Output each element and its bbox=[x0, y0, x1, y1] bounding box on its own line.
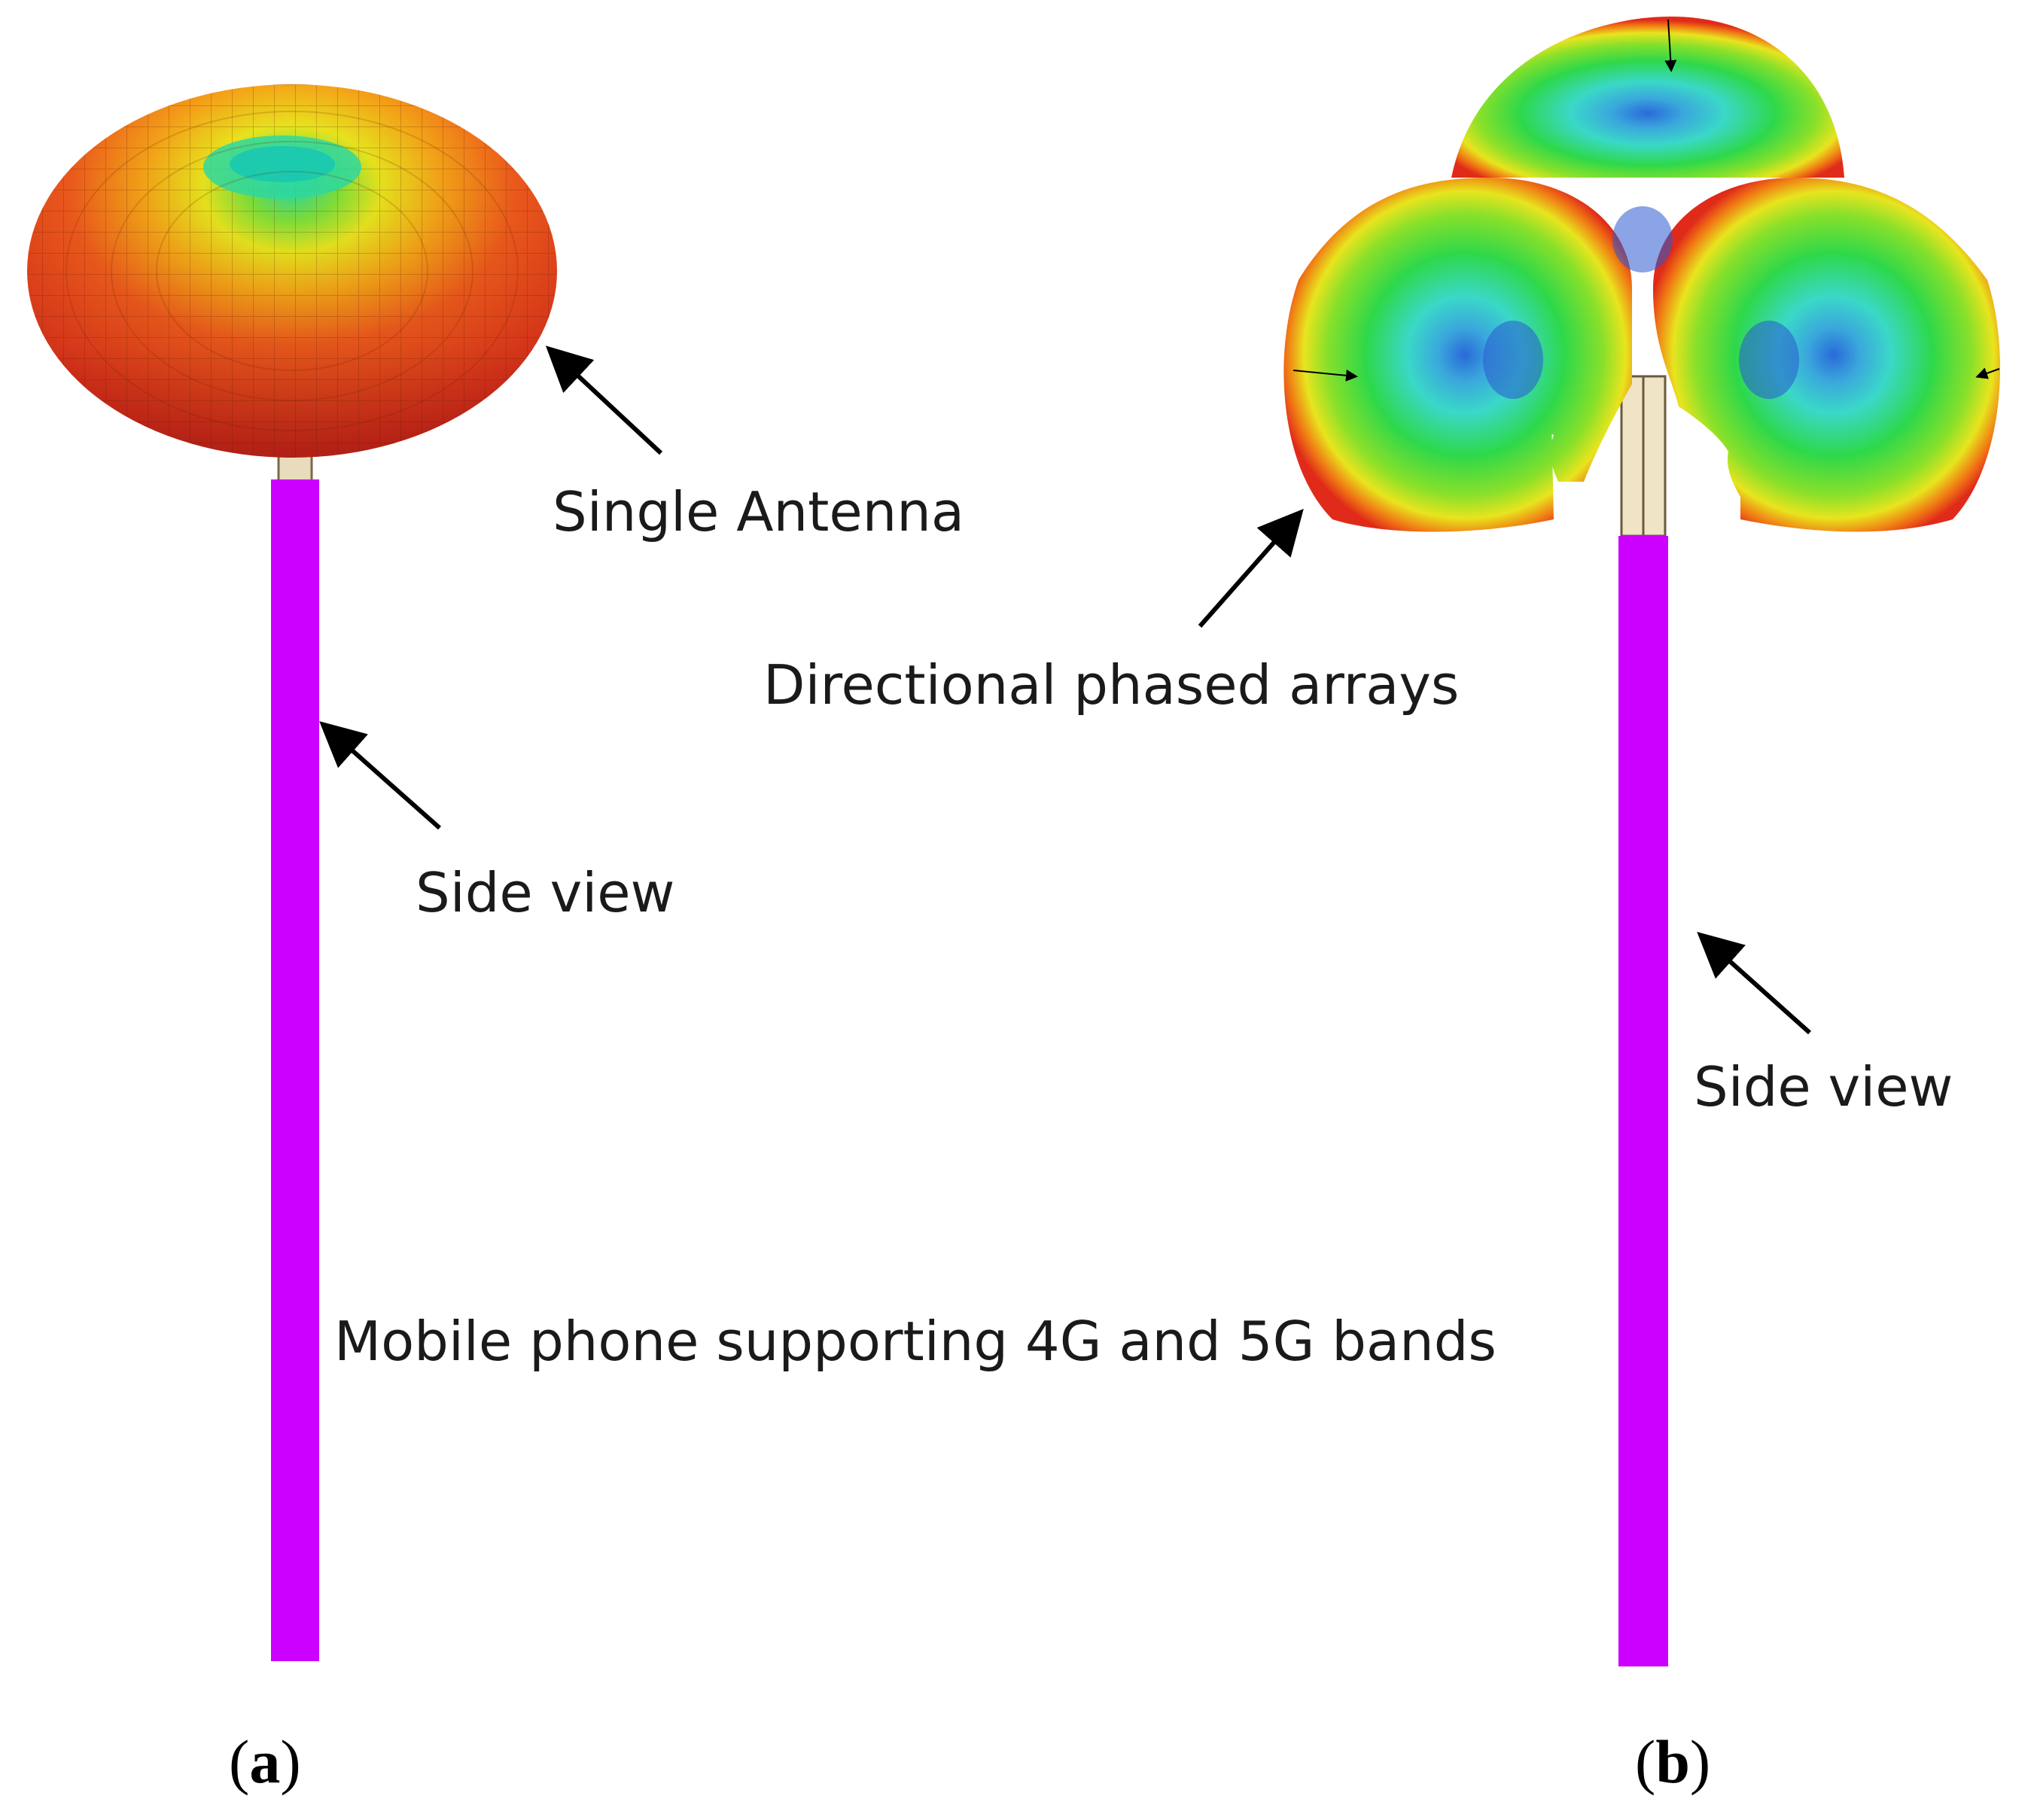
label-side-view-b: Side view bbox=[1694, 1055, 1953, 1118]
label-directional-arrays: Directional phased arrays bbox=[763, 653, 1460, 717]
arrow-side-view-b bbox=[1697, 931, 1812, 1035]
omnidirectional-pattern bbox=[27, 84, 557, 458]
label-side-view-a: Side view bbox=[416, 861, 675, 924]
phone-body-a bbox=[271, 479, 319, 1661]
arrow-side-view-a bbox=[319, 721, 441, 830]
phone-body-b bbox=[1618, 536, 1668, 1666]
arrow-single-antenna bbox=[545, 345, 663, 455]
lobe-right bbox=[1653, 178, 2001, 532]
panel-label-a: (a) bbox=[229, 1727, 301, 1796]
lobe-left bbox=[1283, 178, 1632, 532]
directional-lobes bbox=[1283, 17, 2001, 532]
lobe-top bbox=[1451, 17, 1844, 178]
arrow-directional-arrays bbox=[1198, 509, 1304, 628]
label-single-antenna: Single Antenna bbox=[553, 480, 965, 543]
antenna-stem-b bbox=[1620, 375, 1667, 537]
label-mobile-phone: Mobile phone supporting 4G and 5G bands bbox=[334, 1310, 1497, 1373]
panel-label-b: (b) bbox=[1635, 1727, 1711, 1796]
